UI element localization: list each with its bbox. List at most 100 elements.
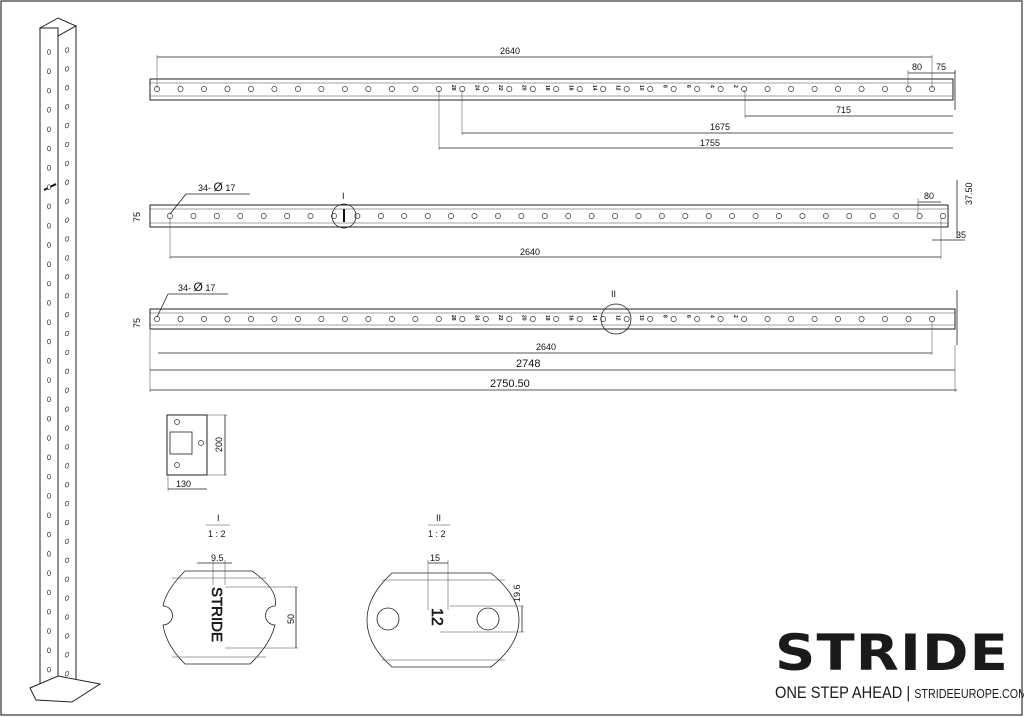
hole-number: 10 bbox=[638, 85, 644, 91]
post-hole bbox=[47, 551, 51, 557]
post-hole bbox=[64, 293, 70, 299]
post-hole bbox=[47, 454, 51, 461]
hole bbox=[705, 213, 712, 219]
hole bbox=[612, 213, 619, 219]
hole bbox=[588, 213, 595, 219]
post-hole bbox=[64, 519, 70, 526]
hole bbox=[764, 86, 771, 92]
dim-2750-50: 2750.50 bbox=[490, 378, 530, 390]
post-hole bbox=[47, 145, 51, 152]
hole-number: 4 bbox=[708, 85, 714, 88]
post-hole bbox=[64, 633, 70, 639]
hole bbox=[553, 316, 560, 322]
hole bbox=[741, 316, 748, 322]
hole-callout-bottom: 34- Ø 17 bbox=[178, 280, 215, 294]
hole bbox=[916, 213, 923, 219]
hole bbox=[623, 316, 630, 322]
post-hole bbox=[64, 671, 70, 677]
hole bbox=[494, 213, 501, 219]
hole bbox=[213, 213, 220, 219]
hole-number: 16 bbox=[567, 315, 573, 321]
hole-number: 28 bbox=[450, 315, 456, 321]
post-hole bbox=[64, 576, 70, 582]
hole bbox=[388, 316, 395, 322]
hole bbox=[647, 316, 654, 322]
hole bbox=[694, 316, 701, 322]
dim-2640: 2640 bbox=[500, 46, 520, 56]
hole-number: 28 bbox=[450, 85, 456, 91]
dim-2748: 2748 bbox=[516, 358, 540, 370]
hole-number: 18 bbox=[544, 315, 550, 321]
hole bbox=[224, 316, 231, 322]
dim-2640-bottom: 2640 bbox=[536, 342, 556, 352]
hole-number: 16 bbox=[567, 85, 573, 91]
post-hole bbox=[47, 396, 51, 403]
post-hole bbox=[64, 482, 70, 488]
post-hole bbox=[47, 666, 51, 673]
dim-200: 200 bbox=[214, 437, 224, 452]
hole-callout: 34- Ø 17 bbox=[198, 180, 235, 194]
post-hole bbox=[64, 368, 70, 374]
dim-715: 715 bbox=[836, 105, 851, 115]
logo-brand: STRIDE bbox=[775, 624, 1009, 682]
post-hole bbox=[64, 595, 70, 601]
hole bbox=[201, 86, 207, 92]
hole bbox=[776, 213, 782, 219]
hole bbox=[529, 316, 536, 322]
hole bbox=[435, 316, 442, 322]
hole bbox=[799, 213, 806, 219]
engraving-12: 12 bbox=[428, 608, 445, 626]
hole bbox=[482, 86, 489, 92]
hole bbox=[788, 86, 795, 92]
hole bbox=[835, 316, 842, 322]
hole bbox=[529, 86, 536, 92]
post-hole bbox=[64, 47, 70, 53]
dim-80: 80 bbox=[912, 62, 922, 72]
hole bbox=[506, 316, 513, 322]
hole bbox=[167, 213, 173, 219]
dim-1755: 1755 bbox=[700, 138, 720, 148]
hole bbox=[717, 316, 724, 322]
post-hole bbox=[64, 614, 70, 620]
hole bbox=[237, 213, 244, 219]
detail-circle-II bbox=[600, 303, 632, 335]
post-hole bbox=[47, 338, 51, 345]
post-hole bbox=[47, 280, 51, 287]
post-hole bbox=[47, 49, 51, 55]
post-hole bbox=[64, 179, 70, 185]
hole bbox=[682, 213, 689, 219]
hole bbox=[341, 86, 348, 92]
hole bbox=[822, 213, 829, 219]
hole bbox=[635, 213, 642, 219]
post-hole bbox=[47, 415, 51, 422]
hole bbox=[600, 86, 607, 92]
post-hole bbox=[47, 222, 51, 229]
post-hole bbox=[64, 406, 70, 412]
dim-width-75-bottom: 75 bbox=[132, 318, 142, 328]
hole bbox=[905, 86, 912, 92]
post-hole bbox=[64, 198, 70, 204]
hole-number: 18 bbox=[544, 85, 550, 91]
post-hole bbox=[47, 126, 51, 132]
hole bbox=[365, 86, 372, 92]
post-hole bbox=[64, 217, 70, 223]
hole-number: 8 bbox=[661, 315, 667, 318]
hole bbox=[869, 213, 876, 219]
hole bbox=[260, 213, 267, 219]
hole bbox=[541, 213, 548, 219]
hole bbox=[365, 316, 372, 322]
hole bbox=[331, 213, 337, 219]
dim-50: 50 bbox=[286, 614, 296, 624]
hole bbox=[459, 316, 466, 322]
post-hole bbox=[47, 184, 51, 190]
hole bbox=[647, 86, 654, 92]
post-hole bbox=[64, 444, 70, 450]
dim-2640-middle: 2640 bbox=[520, 247, 540, 257]
hole-number: 14 bbox=[591, 85, 597, 91]
hole bbox=[318, 316, 325, 322]
post-hole bbox=[47, 589, 51, 596]
hole bbox=[623, 86, 630, 92]
post-hole bbox=[64, 387, 70, 393]
